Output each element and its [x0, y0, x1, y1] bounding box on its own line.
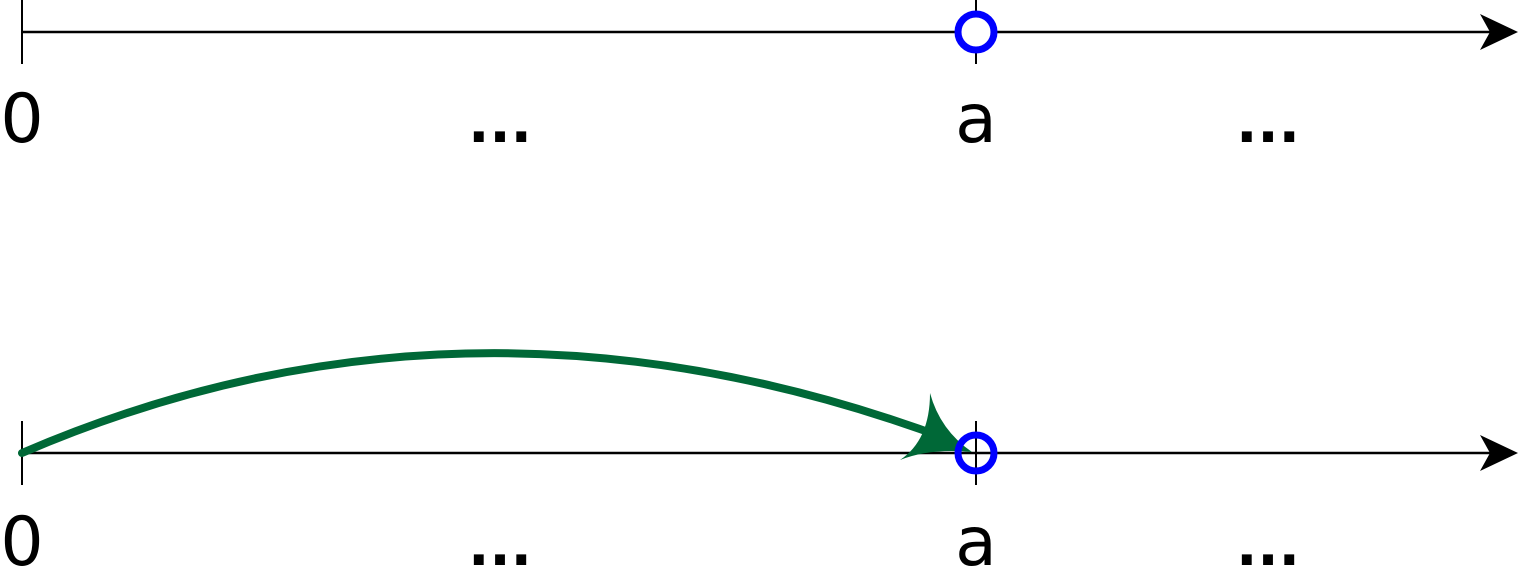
open-point-a	[954, 10, 998, 54]
label-a: a	[955, 503, 997, 582]
label-ellipsis-1: ...	[468, 91, 532, 156]
number-line-bottom: 0 ... a ...	[0, 349, 1518, 582]
open-point-a	[954, 431, 998, 475]
jump-arrow-curve	[18, 349, 954, 457]
axis-arrowhead	[1480, 435, 1518, 471]
label-a: a	[955, 80, 997, 159]
axis-arrowhead	[1480, 14, 1518, 50]
label-zero: 0	[0, 80, 43, 159]
label-zero: 0	[0, 503, 43, 582]
label-ellipsis-2: ...	[1236, 91, 1300, 156]
label-ellipsis-2: ...	[1236, 514, 1300, 579]
number-line-top: 0 ... a ...	[0, 0, 1518, 159]
label-ellipsis-1: ...	[468, 514, 532, 579]
jump-arrowhead	[900, 393, 972, 460]
